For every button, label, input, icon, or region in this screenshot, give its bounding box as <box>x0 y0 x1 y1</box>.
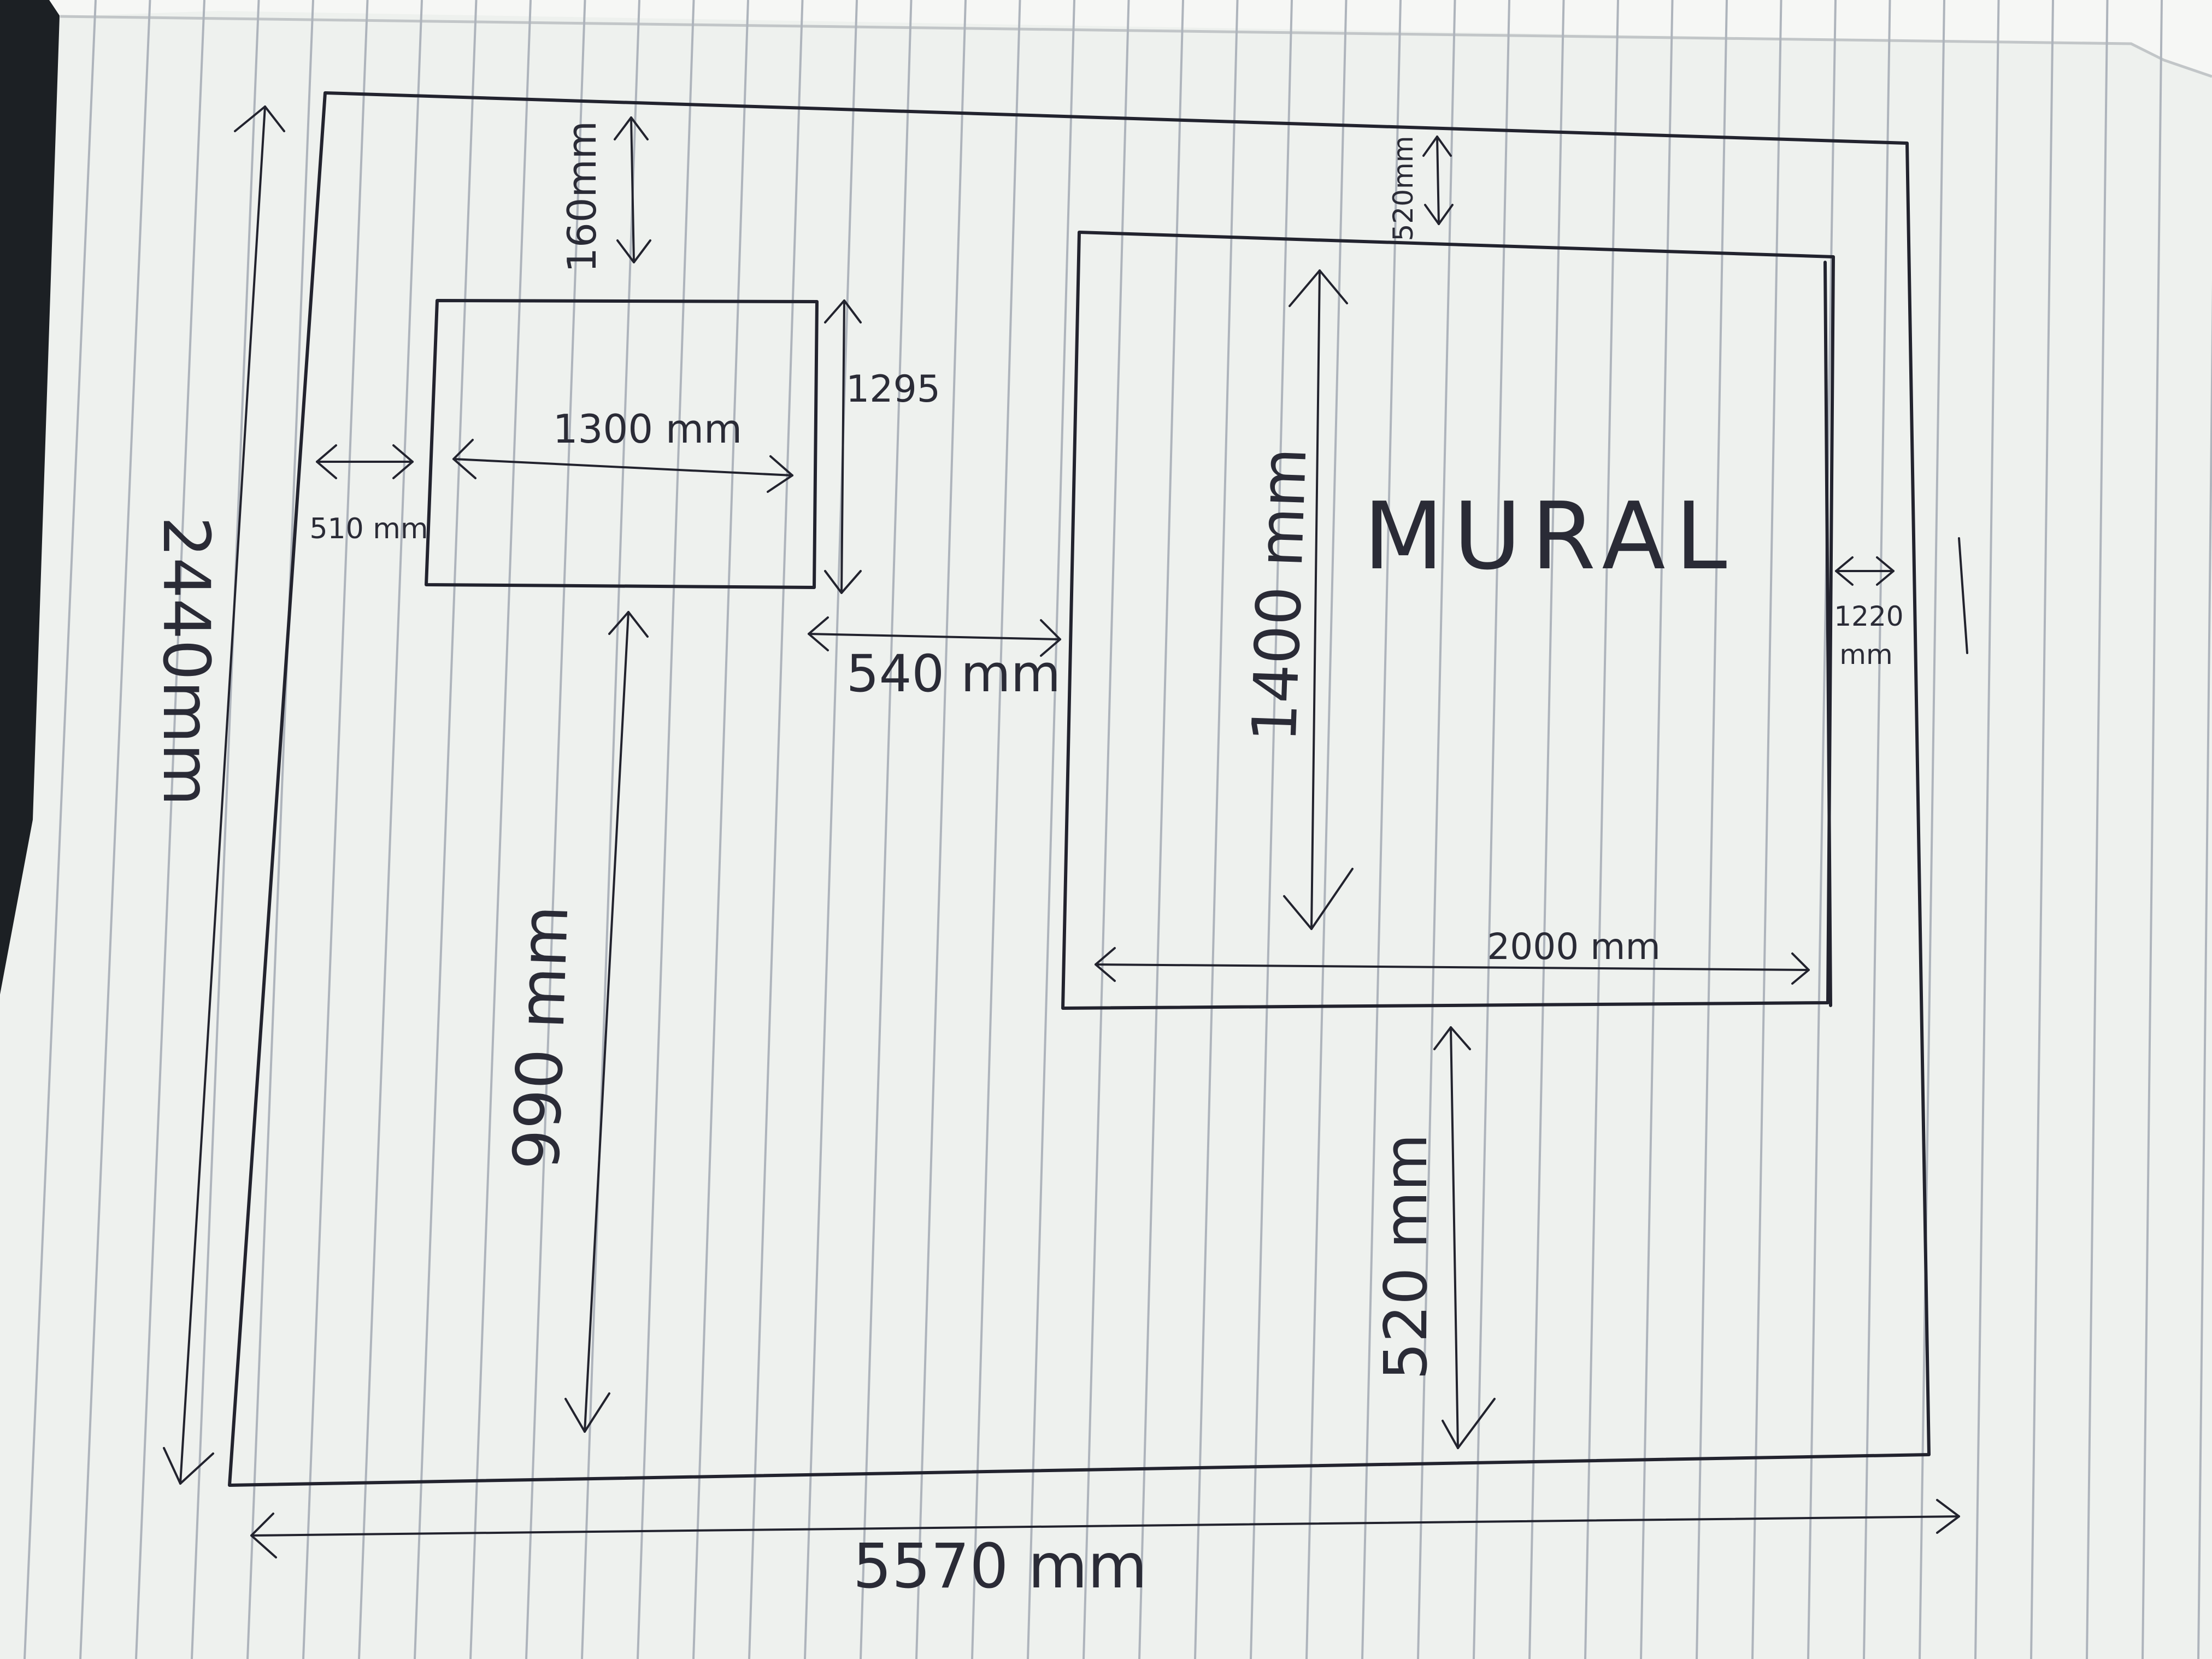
height-arrow-head-bottom <box>163 1447 214 1485</box>
rule-line <box>79 0 151 1659</box>
rule-line <box>2030 0 2054 1659</box>
small-height-label: 1295 <box>846 368 940 411</box>
rule-line <box>804 0 858 1659</box>
dimension-arrows <box>163 105 1960 1558</box>
rule-line <box>915 0 967 1659</box>
wall-outline <box>228 91 1931 1487</box>
small-width-arrow <box>452 458 793 476</box>
rule-line <box>1974 0 2000 1659</box>
mural-height-arrow-heads <box>1283 269 1354 930</box>
rule-line <box>581 0 640 1659</box>
rule-line <box>1194 0 1239 1659</box>
rule-line <box>1584 0 1619 1659</box>
rule-line <box>1250 0 1293 1659</box>
rule-line <box>135 0 205 1659</box>
rule-line <box>1863 0 1891 1659</box>
rule-line <box>302 0 369 1659</box>
mural-right-gap-value: 1220 <box>1834 601 1903 632</box>
left-gap-label: 510 mm <box>309 513 428 545</box>
rule-line <box>1807 0 1837 1659</box>
gap-arrow-heads <box>808 616 1061 657</box>
rule-line <box>692 0 749 1659</box>
rule-line <box>358 0 423 1659</box>
small-height-arrow-heads <box>824 299 862 594</box>
rule-line <box>23 0 97 1659</box>
rule-line <box>1417 0 1456 1659</box>
mural-bottom-gap-label: 520 mm <box>1372 1134 1440 1380</box>
top-gap-arrow-heads <box>614 116 651 263</box>
mural-bottom-gap-arrow-heads <box>1433 1026 1496 1449</box>
rule-line <box>1528 0 1565 1659</box>
rule-line <box>2086 0 2109 1659</box>
mural-width-arrow <box>1095 963 1810 971</box>
rule-line <box>1919 0 1945 1659</box>
mural-height-arrow <box>1310 269 1321 930</box>
width-arrow-head-right <box>1936 1499 1960 1534</box>
rule-line <box>748 0 804 1659</box>
mural-top-gap-label: 520mm <box>1387 136 1419 242</box>
mural-height-label: 1400 mm <box>1239 446 1321 743</box>
rule-line <box>1305 0 1348 1659</box>
rule-lines <box>23 0 2212 1659</box>
rule-line <box>469 0 532 1659</box>
mural-right-gap-arrow-heads <box>1835 556 1895 586</box>
rule-line <box>971 0 1021 1659</box>
rule-line <box>191 0 260 1659</box>
gap-arrow <box>808 633 1061 640</box>
small-width-label: 1300 mm <box>553 406 742 452</box>
rule-line <box>1027 0 1075 1659</box>
height-arrow-line <box>179 105 266 1485</box>
bottom-gap-arrow <box>584 611 630 1433</box>
rule-line <box>414 0 478 1659</box>
overall-width-label: 5570 mm <box>853 1531 1148 1602</box>
rule-line <box>1751 0 1782 1659</box>
rule-line <box>1696 0 1728 1659</box>
stray-mark <box>1958 537 1968 654</box>
width-arrow-line <box>250 1515 1960 1537</box>
mural-top-gap-arrow-heads <box>1422 136 1454 225</box>
rule-line <box>637 0 695 1659</box>
mural-width-arrow-heads <box>1095 947 1810 985</box>
width-arrow-head-left <box>250 1513 277 1558</box>
gap-label: 540 mm <box>846 644 1061 704</box>
mural-edge <box>1823 261 1832 1007</box>
rule-line <box>525 0 586 1659</box>
left-gap-arrow-heads <box>316 444 414 479</box>
mural-panel <box>1061 231 1835 1010</box>
top-gap-label: 160mm <box>559 121 605 273</box>
mural-right-gap-unit: mm <box>1839 639 1892 670</box>
rule-line <box>246 0 314 1659</box>
height-arrow-head-top <box>234 105 285 132</box>
mural-title: MURAL <box>1363 483 1737 591</box>
small-height-arrow <box>840 299 845 594</box>
rule-line <box>2197 0 2212 1659</box>
small-width-arrow-heads <box>452 439 793 493</box>
rule-line <box>2142 0 2163 1659</box>
mural-top-gap-arrow <box>1436 136 1440 225</box>
small-panel <box>425 299 819 589</box>
top-gap-arrow <box>630 116 635 263</box>
bottom-gap-arrow-heads <box>564 611 649 1433</box>
mural-width-label: 2000 mm <box>1487 926 1661 968</box>
page-fold-edge <box>60 15 2212 78</box>
bottom-gap-label: 990 mm <box>500 904 583 1171</box>
rule-line <box>1473 0 1510 1659</box>
rule-line <box>1640 0 1674 1659</box>
overall-height-label: 2440mm <box>149 516 224 806</box>
rule-line <box>1083 0 1130 1659</box>
rule-line <box>860 0 913 1659</box>
mural-bottom-gap-arrow <box>1450 1026 1459 1449</box>
rule-line <box>1361 0 1402 1659</box>
rule-line <box>1138 0 1184 1659</box>
